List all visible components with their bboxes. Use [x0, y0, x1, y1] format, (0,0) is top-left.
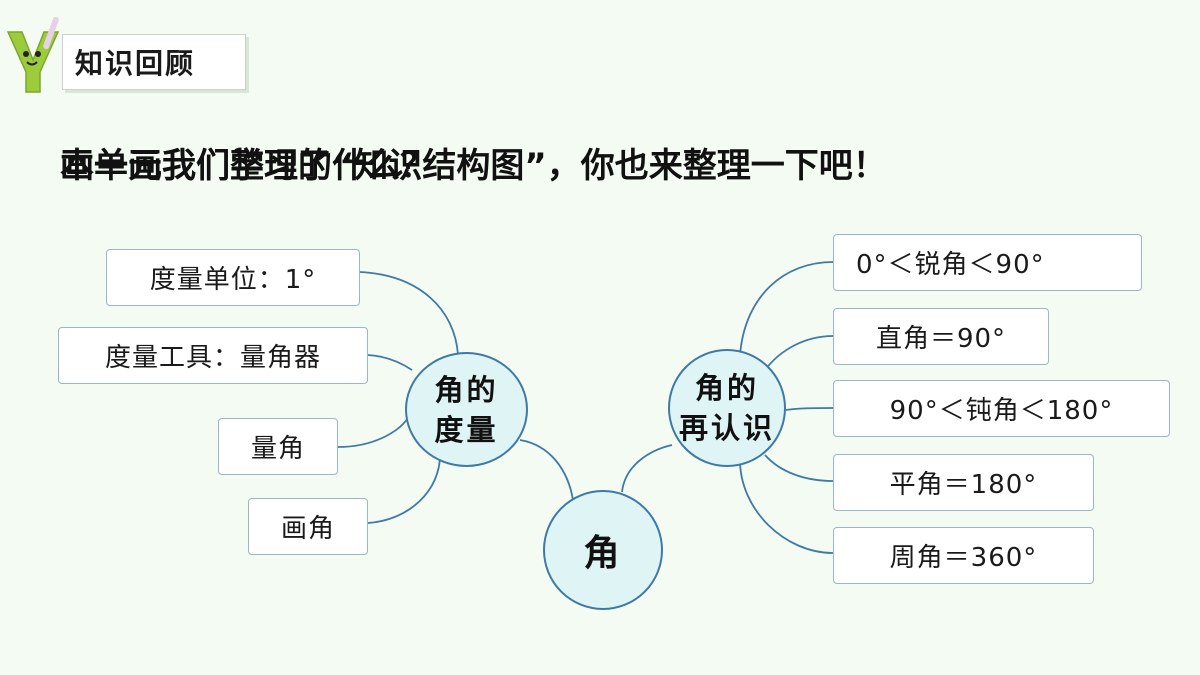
left-hub-line1: 角的 [434, 372, 499, 407]
left-item-unit: 度量单位：1° [106, 249, 360, 306]
left-item-draw: 画角 [248, 498, 368, 555]
left-item-tool: 度量工具：量角器 [58, 327, 368, 384]
right-hub-line2: 再认识 [678, 411, 775, 445]
right-item-acute: 0°＜锐角＜90° [833, 234, 1142, 291]
logo-mascot-icon [6, 16, 60, 93]
right-hub-line1: 角的 [694, 371, 759, 405]
left-item-measure: 量角 [218, 418, 338, 475]
page-heading: 本单元我们学习了什么？ 画一画我们整理的“知识结构图”，你也来整理一下吧！ [60, 138, 887, 187]
center-node: 角 [543, 490, 663, 610]
right-item-full: 周角＝360° [833, 527, 1094, 584]
right-item-straight: 平角＝180° [833, 454, 1094, 511]
right-item-obtuse: 90°＜钝角＜180° [833, 380, 1170, 437]
right-item-right-angle: 直角＝90° [833, 308, 1049, 365]
right-hub-node: 角的 再认识 [668, 349, 786, 467]
heading-overlay-line: 本单元我们学习了什么？ [60, 146, 434, 186]
left-hub-node: 角的 度量 [405, 352, 528, 467]
section-title: 知识回顾 [62, 34, 246, 90]
left-hub-line2: 度量 [434, 412, 499, 447]
heading-main-line: 画一画我们整理的“知识结构图”，你也来整理一下吧！ [60, 146, 887, 186]
